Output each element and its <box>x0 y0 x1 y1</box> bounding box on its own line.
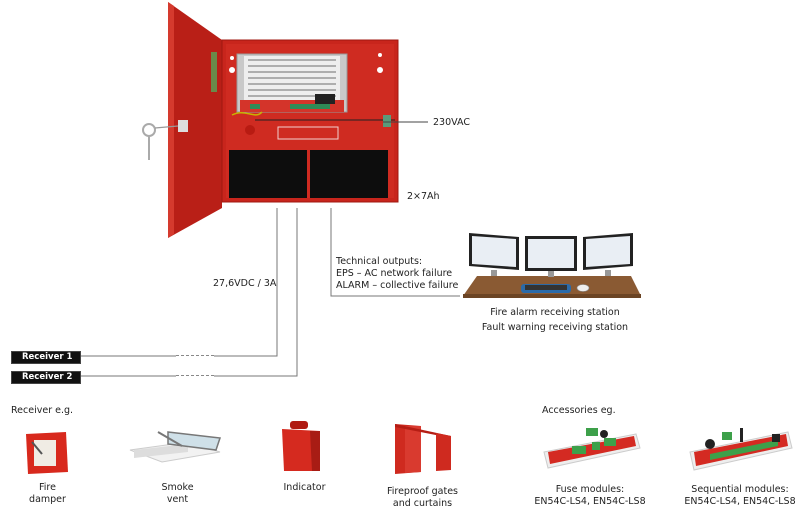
receiver-example-smoke-vent: Smoke vent <box>130 482 225 506</box>
smoke-vent-image <box>129 431 222 463</box>
dc-output-label: 27,6VDC / 3A <box>213 278 277 289</box>
battery-2 <box>310 150 388 198</box>
sequential-modules-label-line1: Sequential modules: <box>691 484 789 495</box>
mouse <box>576 284 590 292</box>
receiver-examples-heading: Receiver e.g. <box>11 405 74 416</box>
monitor-left <box>469 233 519 276</box>
monitor-right <box>583 233 633 276</box>
smoke-vent-label-line1: Smoke <box>161 482 194 493</box>
accessories-heading: Accessories eg. <box>542 405 616 416</box>
battery-1 <box>229 150 307 198</box>
smoke-vent-label-line2: vent <box>166 494 189 505</box>
technical-outputs-heading: Technical outputs: <box>336 256 423 267</box>
monitor-center <box>525 236 577 277</box>
receiver-1-badge: Receiver 1 <box>11 351 81 364</box>
receiver-example-fire-damper: Fire damper <box>0 482 95 506</box>
fire-damper-image <box>26 432 68 474</box>
station-label-fire: Fire alarm receiving station <box>490 307 620 318</box>
accessory-sequential-modules: Sequential modules: EN54C-LS4, EN54C-LS8 <box>670 484 800 508</box>
indicator-label: Indicator <box>283 482 326 493</box>
receiving-station-illustration <box>463 233 641 298</box>
station-label-fault: Fault warning receiving station <box>481 322 629 333</box>
fire-damper-label-line2: damper <box>29 494 66 505</box>
technical-output-eps: EPS – AC network failure <box>336 268 453 279</box>
technical-outputs: Technical outputs: EPS – AC network fail… <box>336 256 458 292</box>
accessory-fuse-modules: Fuse modules: EN54C-LS4, EN54C-LS8 <box>520 484 660 508</box>
key-icon <box>142 123 156 137</box>
fireproof-gates-label-line1: Fireproof gates <box>386 486 459 497</box>
fireproof-gates-label-line2: and curtains <box>392 498 453 509</box>
sequential-modules-label-line2: EN54C-LS4, EN54C-LS8 <box>684 496 796 507</box>
fuse-modules-label-line2: EN54C-LS4, EN54C-LS8 <box>534 496 646 507</box>
fire-damper-label-line1: Fire <box>39 482 56 493</box>
fireproof-gates-image <box>395 424 451 474</box>
receiver-2-badge: Receiver 2 <box>11 371 81 384</box>
sequential-module-image <box>689 428 793 471</box>
line-break-1 <box>176 353 214 359</box>
battery-label: 2×7Ah <box>407 191 440 202</box>
receiver-example-indicator: Indicator <box>257 482 352 494</box>
ac-input-label: 230VAC <box>433 117 470 128</box>
fuse-module-image <box>543 428 641 469</box>
receiver-example-fireproof-gates: Fireproof gates and curtains <box>370 486 475 510</box>
station-label: Fire alarm receiving station Fault warni… <box>450 305 660 335</box>
indicator-image <box>282 421 320 471</box>
fuse-modules-label-line1: Fuse modules: <box>555 484 625 495</box>
line-break-2 <box>176 373 214 379</box>
technical-output-alarm: ALARM – collective failure <box>336 280 459 291</box>
enclosure-door <box>168 2 222 238</box>
